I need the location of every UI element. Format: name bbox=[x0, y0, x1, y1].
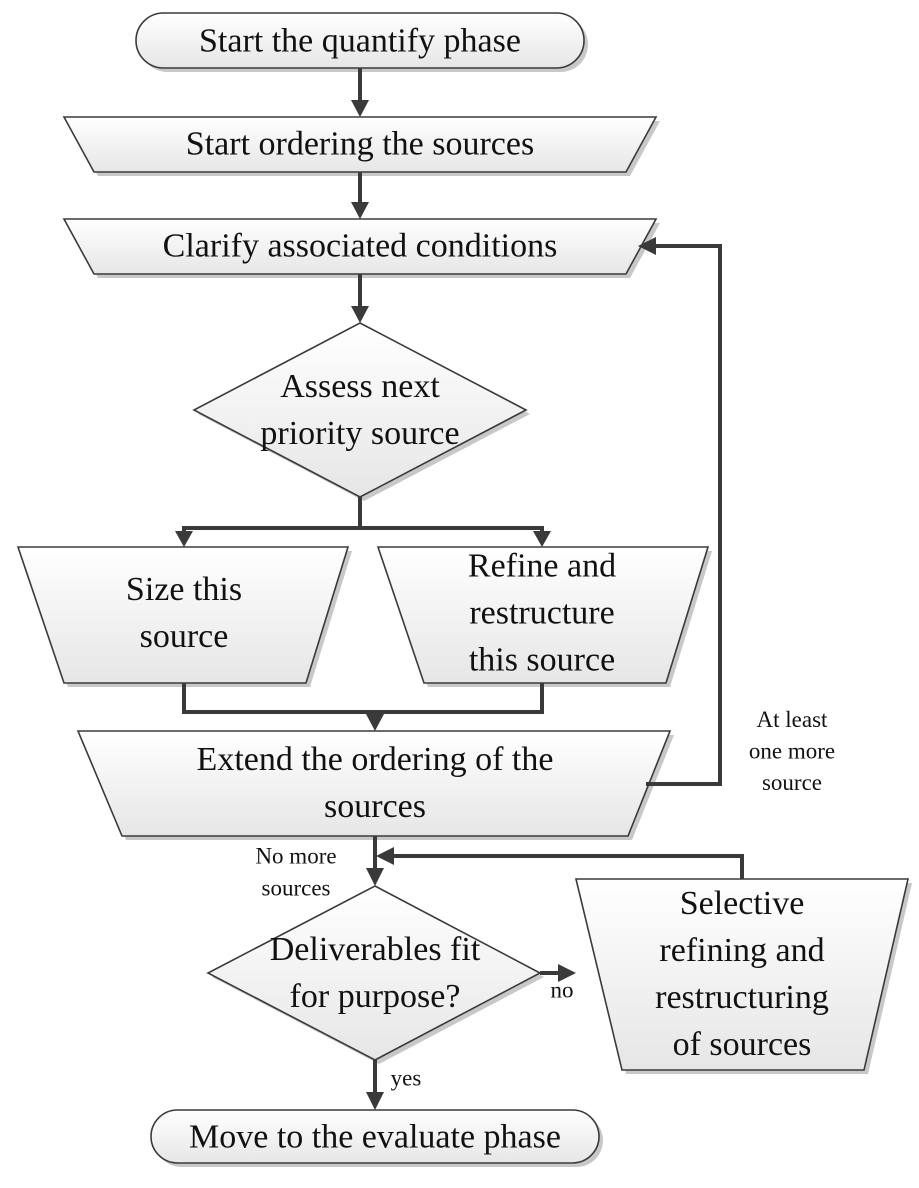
edge-label-no: no bbox=[551, 978, 574, 1003]
node-order-shape bbox=[62, 116, 658, 173]
node-assess-text-line: Assess next bbox=[280, 368, 440, 405]
node-selective-text-line: refining and bbox=[659, 932, 824, 969]
node-selective-shape bbox=[574, 878, 910, 1071]
edge-selective-back bbox=[376, 847, 744, 879]
edge-fit-to-selective bbox=[540, 964, 576, 982]
node-end-text: Move to the evaluate phase bbox=[189, 1119, 561, 1156]
node-order-text: Start ordering the sources bbox=[186, 126, 534, 163]
edge-label-no-more-sources-line: No more bbox=[255, 844, 336, 869]
node-size-text-line: Size this bbox=[126, 571, 242, 608]
edge-label-no-more-sources-line: sources bbox=[262, 875, 331, 900]
node-assess-text: Assess next priority source bbox=[260, 368, 459, 452]
edge-start-to-order bbox=[351, 68, 369, 117]
edge-label-at-least-one-more-line: one more bbox=[749, 739, 835, 764]
node-refine: Refine and restructure this source bbox=[376, 546, 712, 687]
node-size-text: Size this source bbox=[126, 571, 242, 655]
edge-extend-loop-to-clarify bbox=[638, 237, 722, 786]
node-clarify-shape bbox=[62, 218, 658, 275]
node-selective-text: Selective refining and restructuring of sou… bbox=[655, 885, 829, 1063]
node-fit-text-line: for purpose? bbox=[290, 978, 461, 1015]
edge-label-at-least-one-more: At least one more source bbox=[749, 707, 835, 795]
node-refine-text-line: restructure bbox=[469, 595, 614, 632]
edge-label-yes: yes bbox=[391, 1066, 422, 1091]
edge-fit-to-end bbox=[366, 1060, 384, 1110]
node-fit-shape bbox=[206, 885, 542, 1061]
node-order-text-line: Start ordering the sources bbox=[186, 126, 534, 163]
node-size-shape bbox=[16, 546, 350, 684]
node-extend-text-line: Extend the ordering of the bbox=[197, 741, 554, 778]
node-fit-text-line: Deliverables fit bbox=[270, 931, 481, 968]
edge-assess-split bbox=[175, 497, 551, 547]
node-start-text-line: Start the quantify phase bbox=[199, 23, 521, 60]
node-refine-text-line: this source bbox=[469, 641, 615, 678]
node-extend-shape bbox=[76, 730, 672, 837]
node-selective-text-line: of sources bbox=[673, 1026, 812, 1063]
node-fit: Deliverables fit for purpose? bbox=[206, 885, 544, 1064]
node-extend: Extend the ordering of the sources bbox=[76, 730, 674, 840]
node-order: Start ordering the sources bbox=[62, 116, 660, 176]
edge-clarify-to-assess bbox=[351, 274, 369, 323]
node-assess-text-line: priority source bbox=[260, 415, 459, 452]
node-assess: Assess next priority source bbox=[192, 322, 530, 501]
edge-label-at-least-one-more-line: At least bbox=[757, 707, 829, 732]
node-size: Size this source bbox=[16, 546, 352, 687]
node-selective-text-line: Selective bbox=[680, 885, 805, 922]
node-refine-text-line: Refine and bbox=[468, 548, 616, 585]
node-fit-text: Deliverables fit for purpose? bbox=[270, 931, 481, 1015]
node-extend-text-line: sources bbox=[324, 788, 426, 825]
edge-label-no-more-sources: No more sources bbox=[255, 844, 336, 901]
node-selective: Selective refining and restructuring of sou… bbox=[574, 878, 912, 1074]
edge-order-to-clarify bbox=[351, 172, 369, 219]
node-refine-shape bbox=[376, 546, 710, 684]
node-end: Move to the evaluate phase bbox=[150, 1109, 603, 1167]
node-clarify: Clarify associated conditions bbox=[62, 218, 660, 278]
node-start: Start the quantify phase bbox=[135, 12, 588, 72]
node-assess-shape bbox=[192, 322, 528, 498]
node-extend-text: Extend the ordering of the sources bbox=[197, 741, 554, 825]
edge-extend-to-fit bbox=[366, 836, 384, 886]
edge-merge-to-extend bbox=[182, 683, 544, 731]
node-clarify-text-line: Clarify associated conditions bbox=[163, 228, 558, 265]
node-selective-text-line: restructuring bbox=[655, 979, 829, 1016]
node-clarify-text: Clarify associated conditions bbox=[163, 228, 558, 265]
edge-label-at-least-one-more-line: source bbox=[762, 770, 822, 795]
node-end-text-line: Move to the evaluate phase bbox=[189, 1119, 561, 1156]
node-refine-text: Refine and restructure this source bbox=[468, 548, 616, 679]
edge-label-no-line: no bbox=[551, 978, 574, 1003]
edge-label-yes-line: yes bbox=[391, 1066, 422, 1091]
node-start-text: Start the quantify phase bbox=[199, 23, 521, 60]
node-size-text-line: source bbox=[140, 618, 229, 655]
